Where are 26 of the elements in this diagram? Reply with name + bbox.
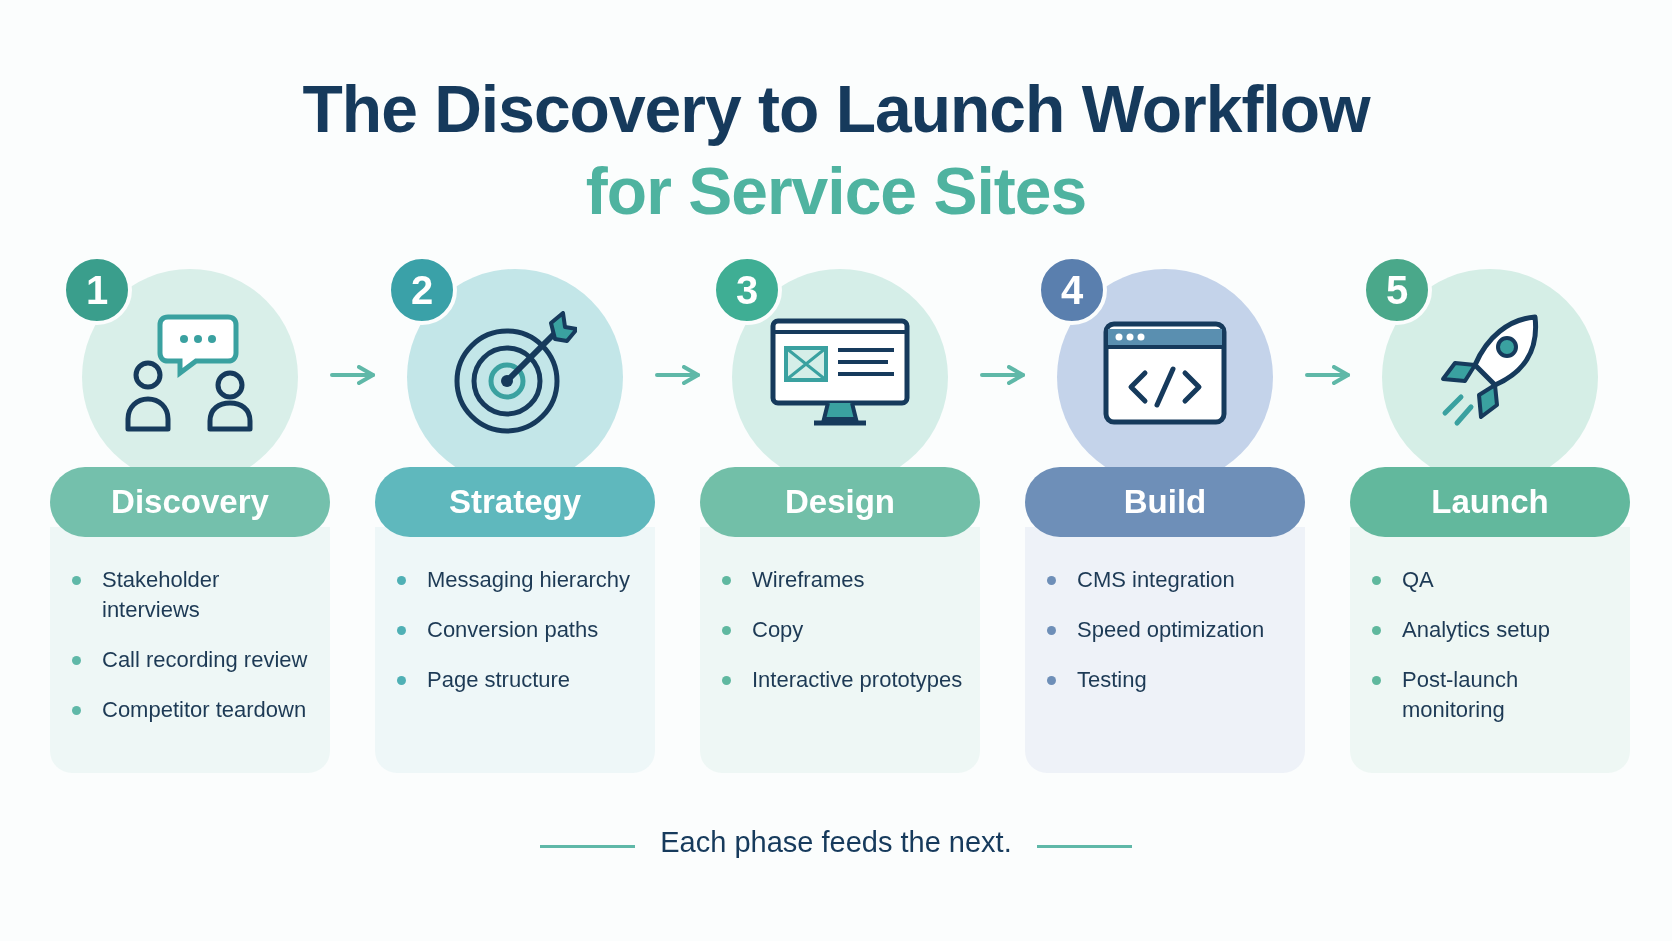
caption: Each phase feeds the next. <box>660 826 1012 859</box>
bullet-item: Speed optimization <box>1041 615 1291 645</box>
phase-heading-banner: Strategy <box>375 467 655 537</box>
bullet-item: Post-launch monitoring <box>1366 665 1616 725</box>
bullet-item: Interactive prototypes <box>716 665 966 695</box>
phase-heading-banner: Launch <box>1350 467 1630 537</box>
bullet-item: Messaging hierarchy <box>391 565 641 595</box>
bullet-item: Page structure <box>391 665 641 695</box>
bullet-item: Analytics setup <box>1366 615 1616 645</box>
bullet-item: Call recording review <box>66 645 316 675</box>
arrow <box>980 365 1025 385</box>
bullet-item: Conversion paths <box>391 615 641 645</box>
bullet-item: Competitor teardown <box>66 695 316 725</box>
bullet-item: Wireframes <box>716 565 966 595</box>
arrow <box>330 365 375 385</box>
phase-heading-banner: Discovery <box>50 467 330 537</box>
bullet-item: CMS integration <box>1041 565 1291 595</box>
phase-heading-banner: Build <box>1025 467 1305 537</box>
phase-heading-banner: Design <box>700 467 980 537</box>
arrow <box>655 365 700 385</box>
bullet-item: Copy <box>716 615 966 645</box>
bullet-item: Stakeholder interviews <box>66 565 316 625</box>
title: The Discovery to Launch Workflow for Service Sites <box>301 71 1372 230</box>
arrow <box>1305 365 1350 385</box>
bullet-item: QA <box>1366 565 1616 595</box>
bullet-item: Testing <box>1041 665 1291 695</box>
